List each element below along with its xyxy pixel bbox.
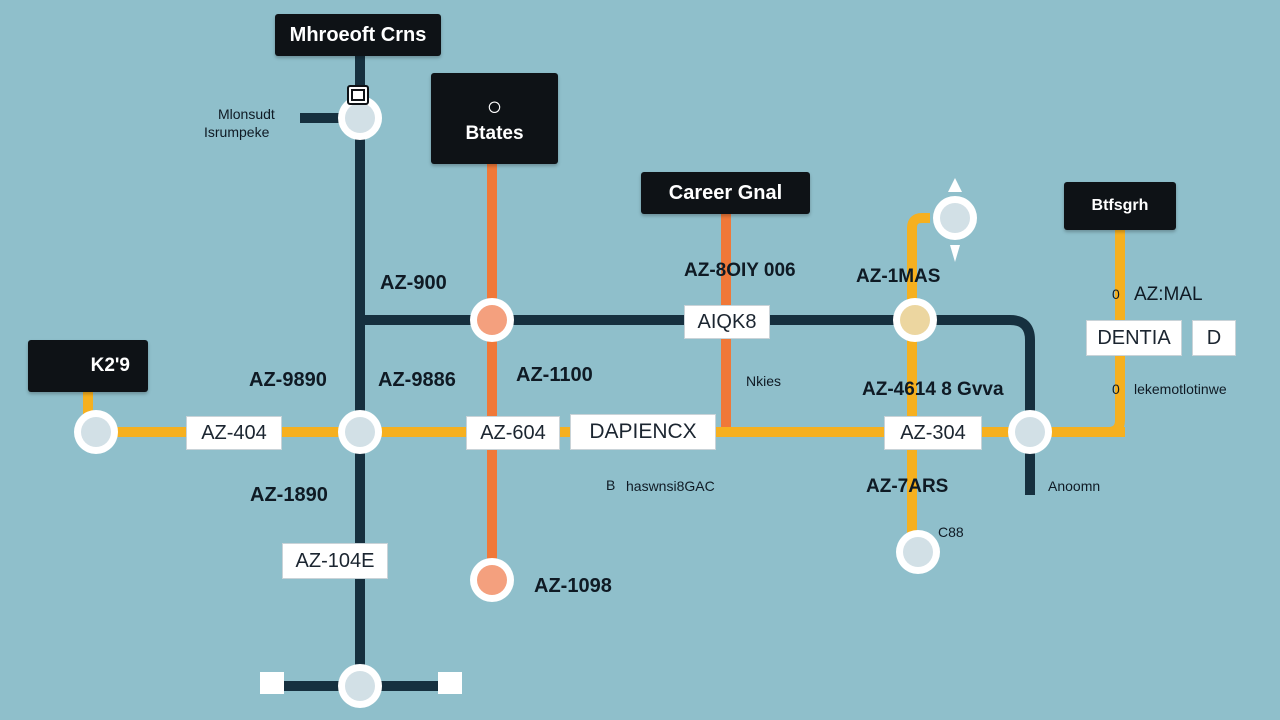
bottom-right-end <box>438 672 462 694</box>
label-lekemot: lekemotlotinwe <box>1134 381 1227 397</box>
tag-az404-left-text: AZ-404 <box>201 421 267 444</box>
tag-dentia-text: DENTIA <box>1097 326 1171 349</box>
tag-az404-mid: AZ-604 <box>466 416 560 450</box>
states-text: Btates <box>465 122 524 144</box>
navy-line-horizontal <box>360 315 1035 495</box>
node-orange-top <box>470 298 514 342</box>
right-badge-box: Btfsgrh <box>1064 182 1176 230</box>
label-o-small-2: 0 <box>1112 381 1120 397</box>
tag-dentia: DENTIA <box>1086 320 1182 356</box>
tag-az1048-text: AZ-104E <box>295 549 375 572</box>
label-az1098: AZ-1098 <box>534 575 612 597</box>
label-haswni: haswnsi8GAC <box>626 478 715 494</box>
tag-aiqk-text: AIQK8 <box>697 310 757 333</box>
node-orange-bottom <box>470 558 514 602</box>
left-badge-text: K2'9 <box>90 355 130 376</box>
label-az1100: AZ-1100 <box>516 364 593 386</box>
node-top-left <box>338 96 382 140</box>
node-top-right <box>933 196 977 240</box>
label-az7ars: AZ-7ARS <box>866 476 949 497</box>
yellow-line-right <box>1107 230 1125 437</box>
label-az4614: AZ-4614 8 Gvva <box>862 379 1004 400</box>
label-az900-top: AZ-900 <box>380 272 447 294</box>
label-az-mal: AZ:MAL <box>1134 284 1203 305</box>
search-icon: ○ <box>486 90 503 121</box>
node-bottom-right <box>896 530 940 574</box>
label-c88: C88 <box>938 524 964 540</box>
label-anoomn: Anoomn <box>1048 478 1101 494</box>
label-az9890: AZ-9890 <box>249 369 327 391</box>
career-goal-text: Career Gnal <box>668 181 783 204</box>
tag-d: D <box>1192 320 1236 356</box>
rocket-icon <box>948 178 962 192</box>
node-bottom <box>338 664 382 708</box>
tag-az404-mid-text: AZ-604 <box>480 421 546 444</box>
tag-az304: AZ-304 <box>884 416 982 450</box>
top-left-note-1: Mlonsudt <box>218 106 275 122</box>
tag-dapience-text: DAPIENCX <box>589 420 697 443</box>
title-box: Mhroeoft Crns <box>275 14 441 56</box>
bottom-left-end <box>260 672 284 694</box>
tag-dapience: DAPIENCX <box>570 414 716 450</box>
node-left <box>74 410 118 454</box>
flag-icon <box>950 245 960 262</box>
tag-d-text: D <box>1206 326 1222 349</box>
states-box: ○ Btates <box>431 73 558 164</box>
left-badge-box: K2'9 <box>28 340 148 392</box>
title-text: Mhroeoft Crns <box>289 23 427 46</box>
tag-az304-text: AZ-304 <box>900 421 966 444</box>
label-az1mas: AZ-1MAS <box>856 266 941 287</box>
top-left-note-2: Isrumpeke <box>204 124 270 140</box>
career-goal-box: Career Gnal <box>641 172 810 214</box>
label-az8oiy: AZ-8OIY 006 <box>684 260 796 281</box>
node-right <box>1008 410 1052 454</box>
briefcase-icon <box>347 85 369 105</box>
label-b-small: B <box>606 477 616 493</box>
tag-aiqk: AIQK8 <box>684 305 770 339</box>
label-o-small: 0 <box>1112 286 1120 302</box>
node-center-left <box>338 410 382 454</box>
label-nkies: Nkies <box>746 373 782 389</box>
yellow-line-second <box>907 213 930 545</box>
right-badge-text: Btfsgrh <box>1091 197 1149 214</box>
node-yellow-top <box>893 298 937 342</box>
tag-az1048: AZ-104E <box>282 543 388 579</box>
label-az9886: AZ-9886 <box>378 369 456 391</box>
tag-az404-left: AZ-404 <box>186 416 282 450</box>
label-az1890: AZ-1890 <box>250 484 328 506</box>
